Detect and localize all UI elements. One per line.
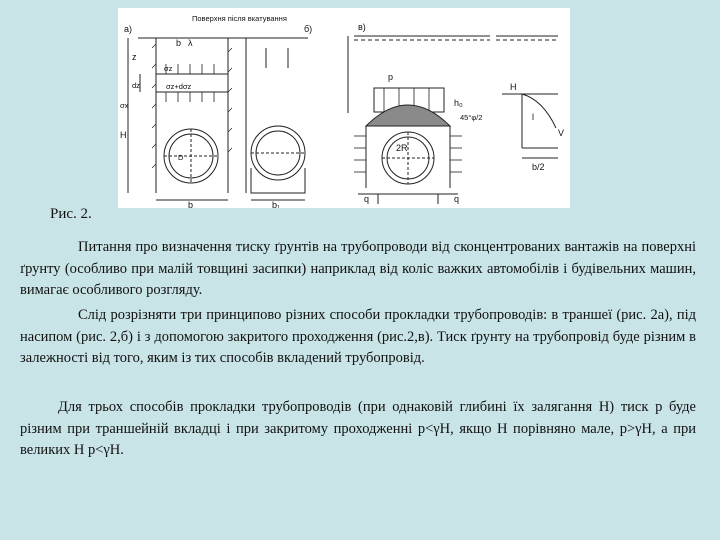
label-V: V (558, 128, 564, 138)
label-h0: h₀ (454, 98, 463, 108)
label-z: z (132, 52, 137, 62)
paragraph-2: Слід розрізняти три принципово різних сп… (20, 307, 696, 366)
label-sigma-x: σx (120, 101, 129, 110)
label-dz: dz (132, 81, 140, 90)
label-sigma-z-dz: σz+dσz (166, 82, 192, 91)
label-2R: 2R (396, 143, 408, 153)
label-sigma-z: σz (164, 64, 173, 73)
label-p: p (388, 72, 393, 82)
paragraph-3: Для трьох способів прокладки трубопровод… (20, 399, 696, 458)
label-q-left: q (364, 194, 369, 204)
figure-caption: Рис. 2. (50, 206, 92, 222)
label-D: D (178, 153, 184, 162)
label-l: l (532, 112, 534, 122)
figure: а) б) Поверхня після вкатування b λ σz σ… (118, 8, 570, 208)
label-lambda: λ (188, 38, 193, 48)
label-H: H (120, 130, 127, 140)
label-H-right: H (510, 82, 517, 92)
label-b1: b₁ (272, 200, 280, 208)
paragraph-1: Питання про визначення тиску ґрунтів на … (20, 239, 696, 298)
label-angle: 45°φ/2 (460, 113, 482, 122)
label-v: в) (358, 22, 366, 32)
label-b-width: b (176, 38, 181, 48)
label-a: а) (124, 24, 132, 34)
label-b-bottom: b (188, 200, 193, 208)
label-b-half: b/2 (532, 162, 545, 172)
pipeline-diagram: а) б) Поверхня після вкатування b λ σz σ… (120, 14, 564, 208)
label-q-right: q (454, 194, 459, 204)
surface-label: Поверхня після вкатування (192, 14, 287, 23)
label-b: б) (304, 24, 312, 34)
